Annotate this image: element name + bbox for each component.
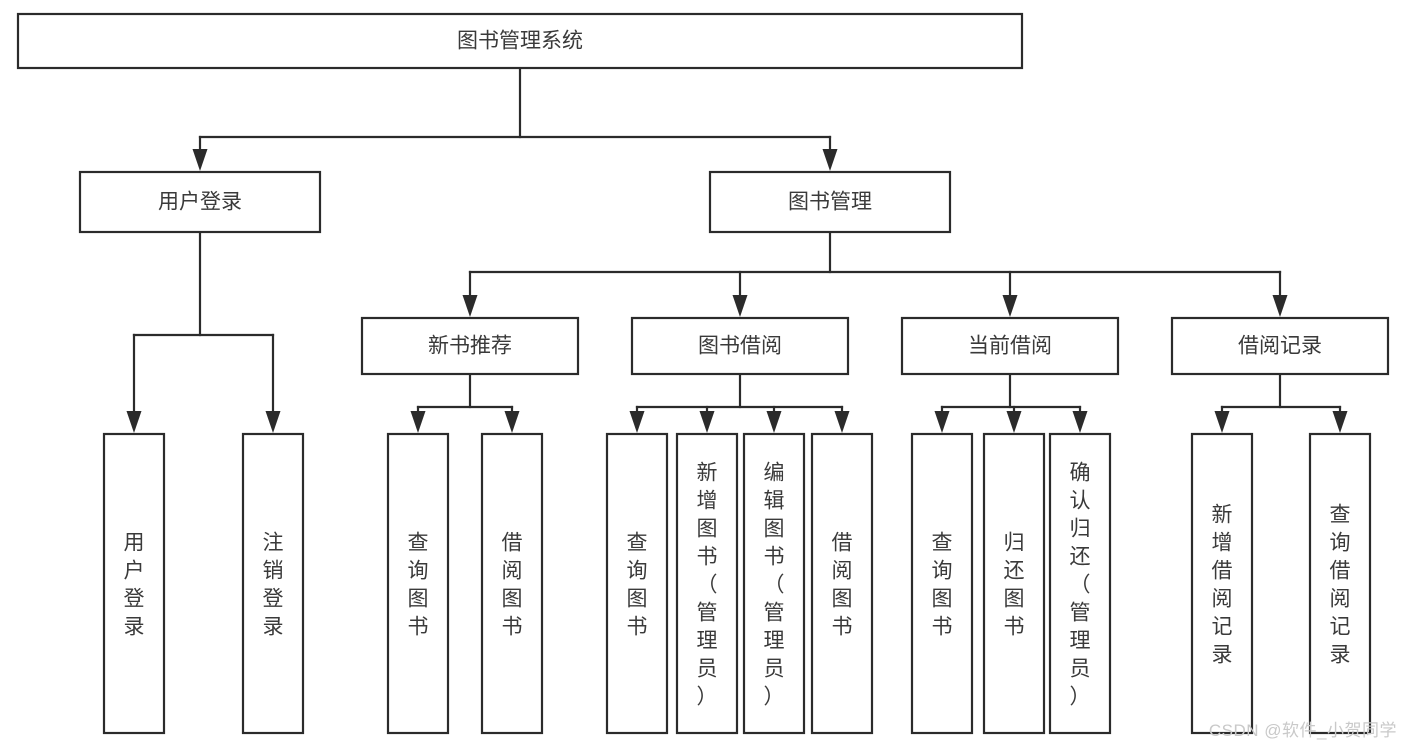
node-box-records[interactable] — [1170, 316, 1390, 376]
node-leaf-current-return[interactable]: 归还图书 — [982, 432, 1046, 735]
node-box-borrow[interactable] — [630, 316, 850, 376]
node-leaf-current-confirm[interactable]: 确认归还（管理员） — [1048, 432, 1112, 735]
node-box-leaf-borrow-add[interactable] — [675, 432, 739, 735]
node-records[interactable]: 借阅记录 — [1170, 316, 1390, 376]
arrow-head-icon — [732, 295, 748, 317]
node-label-records: 借阅记录 — [1238, 335, 1322, 358]
node-box-leaf-borrow-lend[interactable] — [810, 432, 874, 735]
node-label-leaf-current-confirm: 确认归还（管理员） — [1070, 462, 1091, 709]
node-current[interactable]: 当前借阅 — [900, 316, 1120, 376]
connector-group-newbook — [410, 372, 520, 433]
node-label-leaf-borrow-add: 新增图书（管理员） — [697, 462, 718, 709]
node-label-leaf-user-login: 用户登录 — [124, 532, 145, 639]
node-label-leaf-current-query: 查询图书 — [932, 532, 953, 639]
node-box-leaf-records-query[interactable] — [1308, 432, 1372, 735]
node-label-leaf-borrow-edit: 编辑图书（管理员） — [764, 462, 785, 709]
arrow-head-icon — [192, 149, 208, 171]
arrow-head-icon — [504, 411, 520, 433]
node-box-leaf-newbook-query[interactable] — [386, 432, 450, 735]
node-label-leaf-records-add: 新增借阅记录 — [1212, 504, 1233, 667]
node-label-leaf-user-logout: 注销登录 — [263, 532, 284, 639]
node-box-leaf-current-confirm[interactable] — [1048, 432, 1112, 735]
node-box-leaf-current-return[interactable] — [982, 432, 1046, 735]
arrow-head-icon — [699, 411, 715, 433]
node-label-current: 当前借阅 — [968, 335, 1052, 358]
node-label-root: 图书管理系统 — [457, 30, 583, 53]
node-label-leaf-current-return: 归还图书 — [1004, 532, 1025, 639]
connector-group-current — [934, 372, 1088, 433]
connector-group-bookmgmt — [462, 230, 1288, 317]
connector-group-records — [1214, 372, 1348, 433]
node-label-leaf-newbook-query: 查询图书 — [408, 532, 429, 639]
node-box-current[interactable] — [900, 316, 1120, 376]
arrow-head-icon — [834, 411, 850, 433]
arrow-head-icon — [410, 411, 426, 433]
node-leaf-borrow-add[interactable]: 新增图书（管理员） — [675, 432, 739, 735]
node-label-bookmgmt: 图书管理 — [788, 191, 872, 214]
node-leaf-records-query[interactable]: 查询借阅记录 — [1308, 432, 1372, 735]
node-bookmgmt[interactable]: 图书管理 — [708, 170, 952, 234]
arrow-head-icon — [1072, 411, 1088, 433]
node-root[interactable]: 图书管理系统 — [16, 12, 1024, 70]
node-leaf-user-logout[interactable]: 注销登录 — [241, 432, 305, 735]
node-newbook[interactable]: 新书推荐 — [360, 316, 580, 376]
node-label-newbook: 新书推荐 — [428, 335, 512, 358]
arrow-head-icon — [766, 411, 782, 433]
arrow-head-icon — [1272, 295, 1288, 317]
node-box-login[interactable] — [78, 170, 322, 234]
node-box-leaf-user-login[interactable] — [102, 432, 166, 735]
arrow-head-icon — [1214, 411, 1230, 433]
nodes-layer: 图书管理系统用户登录图书管理新书推荐图书借阅当前借阅借阅记录用户登录注销登录查询… — [16, 12, 1390, 735]
arrow-head-icon — [1006, 411, 1022, 433]
node-label-login: 用户登录 — [158, 191, 242, 214]
node-leaf-newbook-query[interactable]: 查询图书 — [386, 432, 450, 735]
node-leaf-user-login[interactable]: 用户登录 — [102, 432, 166, 735]
node-box-leaf-borrow-edit[interactable] — [742, 432, 806, 735]
node-box-root[interactable] — [16, 12, 1024, 70]
node-box-leaf-records-add[interactable] — [1190, 432, 1254, 735]
node-label-leaf-newbook-borrow: 借阅图书 — [502, 532, 523, 639]
node-login[interactable]: 用户登录 — [78, 170, 322, 234]
node-box-leaf-user-logout[interactable] — [241, 432, 305, 735]
node-label-leaf-borrow-lend: 借阅图书 — [832, 532, 853, 639]
node-box-bookmgmt[interactable] — [708, 170, 952, 234]
node-leaf-borrow-query[interactable]: 查询图书 — [605, 432, 669, 735]
csdn-watermark: CSDN @软件_小贺同学 — [1208, 721, 1397, 740]
connector-group-login — [126, 230, 281, 433]
arrow-head-icon — [462, 295, 478, 317]
node-leaf-current-query[interactable]: 查询图书 — [910, 432, 974, 735]
node-label-borrow: 图书借阅 — [698, 335, 782, 358]
node-box-leaf-newbook-borrow[interactable] — [480, 432, 544, 735]
arrow-head-icon — [265, 411, 281, 433]
node-box-newbook[interactable] — [360, 316, 580, 376]
node-leaf-borrow-lend[interactable]: 借阅图书 — [810, 432, 874, 735]
node-borrow[interactable]: 图书借阅 — [630, 316, 850, 376]
arrow-head-icon — [1002, 295, 1018, 317]
node-leaf-records-add[interactable]: 新增借阅记录 — [1190, 432, 1254, 735]
node-label-leaf-records-query: 查询借阅记录 — [1330, 504, 1351, 667]
connector-group-borrow — [629, 372, 850, 433]
node-leaf-borrow-edit[interactable]: 编辑图书（管理员） — [742, 432, 806, 735]
node-box-leaf-current-query[interactable] — [910, 432, 974, 735]
arrow-head-icon — [822, 149, 838, 171]
arrow-head-icon — [629, 411, 645, 433]
arrow-head-icon — [934, 411, 950, 433]
arrow-head-icon — [1332, 411, 1348, 433]
node-label-leaf-borrow-query: 查询图书 — [627, 532, 648, 639]
connector-lines-layer — [126, 66, 1348, 433]
node-leaf-newbook-borrow[interactable]: 借阅图书 — [480, 432, 544, 735]
node-box-leaf-borrow-query[interactable] — [605, 432, 669, 735]
connector-group-root — [192, 66, 838, 171]
arrow-head-icon — [126, 411, 142, 433]
